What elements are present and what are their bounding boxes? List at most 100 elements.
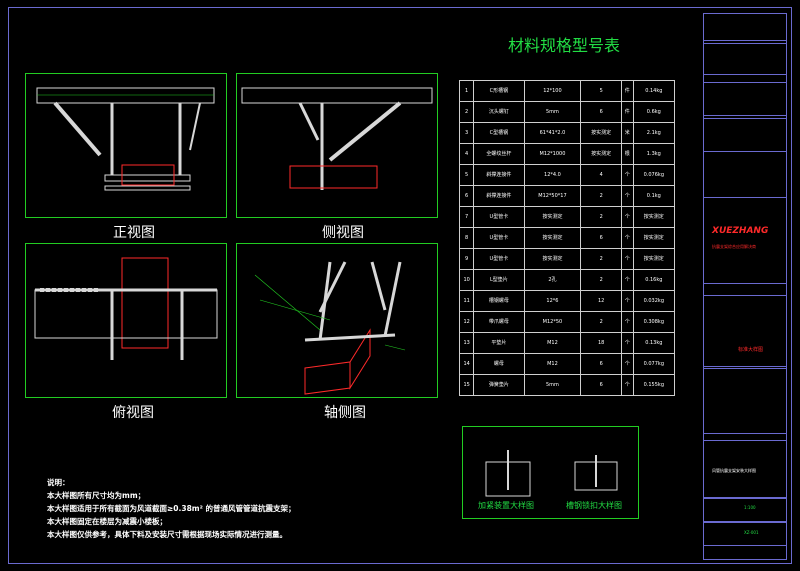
table-cell: 个	[621, 185, 634, 207]
table-cell: 斜撑连接件	[473, 164, 525, 186]
table-cell: 2孔	[523, 269, 582, 291]
number-label: XZ-001	[744, 530, 759, 535]
table-cell: 61*41*2.0	[523, 122, 582, 144]
table-cell: 1.3kg	[632, 143, 676, 165]
signature-cell	[703, 368, 787, 434]
table-cell: 弹簧垫片	[473, 374, 525, 396]
table-cell: 6	[580, 227, 622, 249]
table-cell: 按实测定	[523, 227, 582, 249]
notes-line: 本大样图所有尺寸均为mm；	[47, 491, 146, 500]
title-block-cell	[703, 522, 787, 546]
table-cell: 个	[621, 311, 634, 333]
top-view-label: 俯视图	[112, 405, 154, 421]
table-cell: 槽钢螺母	[473, 290, 525, 312]
title-block-cell	[703, 13, 787, 41]
table-cell: 件	[621, 80, 634, 102]
table-title: 材料规格型号表	[508, 36, 621, 55]
detail-drawings	[485, 450, 618, 497]
table-cell: 12*100	[523, 80, 582, 102]
scale-label: 1:100	[744, 505, 756, 510]
table-cell: 个	[621, 206, 634, 228]
table-cell: 个	[621, 248, 634, 270]
table-cell: 按实测定	[632, 248, 676, 270]
table-cell: 12	[580, 290, 622, 312]
table-cell: M12*50*17	[523, 185, 582, 207]
table-cell: 5mm	[523, 101, 582, 123]
drawing-border	[8, 7, 792, 564]
table-cell: 5mm	[523, 374, 582, 396]
table-cell: 2	[580, 185, 622, 207]
table-cell: 2	[580, 269, 622, 291]
table-cell: 个	[621, 374, 634, 396]
detail-frame	[462, 426, 639, 519]
notes-line: 本大样图适用于所有截面为风道截面≥0.38m² 的普通风管管道抗震支架；	[47, 504, 296, 513]
table-cell: 15	[458, 374, 475, 396]
table-cell: 0.308kg	[632, 311, 676, 333]
drawing-name: 风管抗震支架安装大样图	[712, 468, 756, 473]
table-cell: 0.13kg	[632, 332, 676, 354]
table-cell: 个	[621, 353, 634, 375]
table-cell: 18	[580, 332, 622, 354]
notes-line: 本大样图固定在楼层为减震小楼板；	[47, 517, 167, 526]
table-cell: 0.076kg	[632, 164, 676, 186]
table-cell: 个	[621, 164, 634, 186]
axo-view-drawing	[254, 261, 406, 395]
table-cell: 6	[580, 101, 622, 123]
top-view-drawing	[34, 257, 218, 360]
table-cell: 4	[458, 143, 475, 165]
axo-view-label: 轴侧图	[324, 405, 366, 421]
notes-line: 说明：	[47, 478, 70, 487]
table-cell: 10	[458, 269, 475, 291]
table-cell: 14	[458, 353, 475, 375]
table-cell: 5	[580, 80, 622, 102]
table-cell: L型垫片	[473, 269, 525, 291]
side-view-label: 侧视图	[322, 225, 364, 241]
table-cell: 斜撑连接件	[473, 185, 525, 207]
table-cell: 按实测定	[523, 206, 582, 228]
table-cell: 米	[621, 122, 634, 144]
title-block-cell	[703, 440, 787, 499]
table-cell: M12	[523, 332, 582, 354]
title-block-cell	[703, 295, 787, 367]
front-view-frame	[25, 73, 227, 218]
table-cell: 13	[458, 332, 475, 354]
table-cell: 0.032kg	[632, 290, 676, 312]
table-cell: 0.14kg	[632, 80, 676, 102]
table-cell: 12*4.0	[523, 164, 582, 186]
table-cell: 2	[580, 206, 622, 228]
notes-block: 说明： 本大样图所有尺寸均为mm； 本大样图适用于所有截面为风道截面≥0.38m…	[47, 476, 296, 541]
table-cell: 7	[458, 206, 475, 228]
detail-right-label: 槽钢锁扣大样图	[566, 501, 622, 510]
table-cell: 6	[580, 374, 622, 396]
table-cell: 6	[458, 185, 475, 207]
front-view-label: 正视图	[113, 225, 155, 241]
title-block-cell	[703, 82, 787, 116]
table-cell: 12	[458, 311, 475, 333]
side-view-frame	[236, 73, 438, 218]
table-cell: 0.16kg	[632, 269, 676, 291]
table-cell: 个	[621, 332, 634, 354]
table-cell: M12*1000	[523, 143, 582, 165]
side-view-drawing	[241, 87, 433, 190]
table-cell: 12*6	[523, 290, 582, 312]
table-cell: 0.077kg	[632, 353, 676, 375]
table-cell: 1	[458, 80, 475, 102]
front-view-drawing	[36, 87, 215, 191]
table-cell: 按实测定	[580, 122, 622, 144]
table-cell: C型槽钢	[473, 122, 525, 144]
table-cell: 全螺纹丝杆	[473, 143, 525, 165]
table-cell: 个	[621, 269, 634, 291]
table-cell: 0.6kg	[632, 101, 676, 123]
